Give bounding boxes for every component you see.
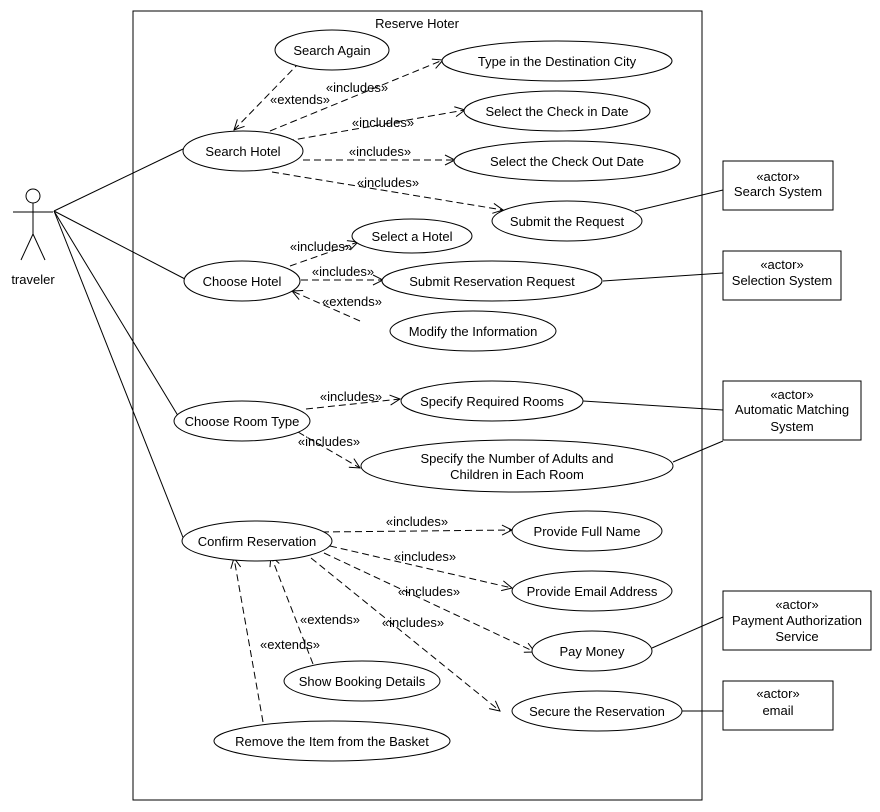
system-boundary (132, 10, 703, 801)
includes-label: «includes» (320, 389, 382, 404)
use-case-show-booking[interactable]: Show Booking Details (283, 660, 441, 702)
includes-label: «includes» (290, 239, 352, 254)
use-case-label: Choose Hotel (203, 274, 282, 289)
includes-label: «includes» (349, 144, 411, 159)
use-case-label: Remove the Item from the Basket (235, 734, 429, 749)
actor-stereotype: «actor» (756, 686, 799, 701)
use-case-label: Pay Money (559, 644, 625, 659)
dependencies (234, 60, 535, 723)
use-case-select-hotel[interactable]: Select a Hotel (351, 218, 473, 254)
use-case-provide-email[interactable]: Provide Email Address (511, 570, 673, 612)
includes-label: «includes» (386, 514, 448, 529)
includes-label: «includes» (312, 264, 374, 279)
relation-labels: «includes» «extends» «includes» «include… (260, 80, 460, 652)
use-case-label: Select the Check Out Date (490, 154, 644, 169)
use-case-confirm-reservation[interactable]: Confirm Reservation (181, 520, 333, 562)
use-case-label: Children in Each Room (450, 467, 584, 482)
traveler-actor (13, 188, 53, 261)
use-case-submit-reservation[interactable]: Submit Reservation Request (381, 260, 603, 302)
actor-email[interactable]: «actor» email (722, 680, 834, 731)
includes-label: «includes» (398, 584, 460, 599)
use-case-label: Submit the Request (510, 214, 625, 229)
use-case-select-check-in[interactable]: Select the Check in Date (463, 90, 651, 132)
use-case-label: Modify the Information (409, 324, 538, 339)
actor-search-system[interactable]: «actor» Search System (722, 160, 834, 211)
actor-associations (53, 148, 186, 541)
includes-label: «includes» (382, 615, 444, 630)
actor-name: Automatic Matching (735, 402, 849, 417)
actor-name: System (770, 419, 813, 434)
use-case-label: Confirm Reservation (198, 534, 317, 549)
use-case-secure-reservation[interactable]: Secure the Reservation (511, 690, 683, 732)
extends-label: «extends» (322, 294, 382, 309)
use-case-specify-rooms[interactable]: Specify Required Rooms (400, 380, 584, 422)
actor-payment-service[interactable]: «actor» Payment Authorization Service (722, 590, 872, 651)
use-case-search-hotel[interactable]: Search Hotel (182, 130, 304, 172)
use-case-remove-item[interactable]: Remove the Item from the Basket (213, 720, 451, 762)
use-case-label: Secure the Reservation (529, 704, 665, 719)
actor-head (25, 188, 41, 204)
use-case-select-check-out[interactable]: Select the Check Out Date (453, 140, 681, 182)
traveler-label: traveler (11, 272, 55, 287)
use-case-type-destination[interactable]: Type in the Destination City (441, 40, 673, 82)
use-case-label: Submit Reservation Request (409, 274, 575, 289)
use-case-label: Provide Email Address (527, 584, 658, 599)
use-case-search-again[interactable]: Search Again (274, 29, 390, 71)
actor-name: Search System (734, 184, 822, 199)
use-case-pay-money[interactable]: Pay Money (531, 630, 653, 672)
includes-label: «includes» (326, 80, 388, 95)
actor-stereotype: «actor» (770, 387, 813, 402)
includes-label: «includes» (298, 434, 360, 449)
actor-stereotype: «actor» (775, 597, 818, 612)
use-case-choose-hotel[interactable]: Choose Hotel (183, 260, 301, 302)
use-case-label: Specify the Number of Adults and (421, 451, 614, 466)
includes-label: «includes» (357, 175, 419, 190)
use-case-label: Search Again (293, 43, 370, 58)
use-case-provide-name[interactable]: Provide Full Name (511, 510, 663, 552)
use-case-submit-request[interactable]: Submit the Request (491, 200, 643, 242)
actor-name: Payment Authorization (732, 613, 862, 628)
external-associations (582, 189, 724, 712)
use-case-modify-info[interactable]: Modify the Information (389, 310, 557, 352)
actor-name: Selection System (732, 273, 832, 288)
use-case-choose-room-type[interactable]: Choose Room Type (173, 400, 311, 442)
use-case-label: Type in the Destination City (478, 54, 637, 69)
use-case-specify-adults[interactable]: Specify the Number of Adults and Childre… (360, 439, 674, 493)
use-case-label: Specify Required Rooms (420, 394, 564, 409)
actor-automatic-matching[interactable]: «actor» Automatic Matching System (722, 380, 862, 441)
actor-stereotype: «actor» (756, 169, 799, 184)
actor-stereotype: «actor» (760, 257, 803, 272)
extends-label: «extends» (260, 637, 320, 652)
use-case-label: Search Hotel (205, 144, 280, 159)
actor-selection-system[interactable]: «actor» Selection System (722, 250, 842, 301)
use-case-label: Provide Full Name (534, 524, 641, 539)
use-cases: Search Hotel Search Again Type in the De… (173, 29, 683, 762)
actor-name: Service (775, 629, 818, 644)
system-title: Reserve Hoter (375, 16, 459, 31)
use-case-label: Show Booking Details (299, 674, 426, 689)
use-case-label: Select the Check in Date (485, 104, 628, 119)
includes-label: «includes» (352, 115, 414, 130)
actor-name: email (762, 703, 793, 718)
extends-label: «extends» (270, 92, 330, 107)
includes-label: «includes» (394, 549, 456, 564)
use-case-label: Choose Room Type (185, 414, 300, 429)
extends-label: «extends» (300, 612, 360, 627)
use-case-label: Select a Hotel (372, 229, 453, 244)
